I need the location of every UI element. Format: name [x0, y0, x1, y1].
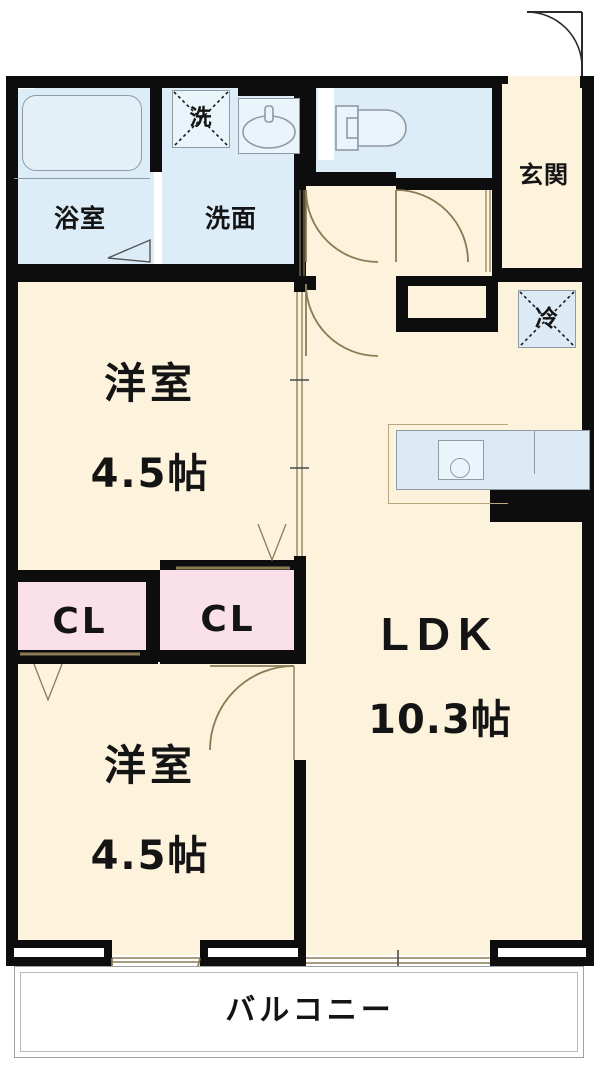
wall-right-outer	[582, 76, 594, 960]
wall-entrance-bottom	[492, 268, 588, 282]
bathtub	[22, 95, 142, 171]
toilet-fixture	[334, 104, 424, 152]
closet-left-floor	[14, 578, 148, 658]
wall-storage-left	[396, 276, 408, 330]
wall-toilet-bottom2	[396, 178, 502, 190]
bath-ledge-line	[14, 178, 150, 179]
window-slot-right	[498, 948, 586, 957]
toilet-window	[318, 88, 334, 160]
wall-sink-top	[238, 84, 294, 96]
label-washer: 洗	[189, 106, 213, 131]
wall-entrance-left	[492, 84, 502, 280]
hall-floor	[300, 180, 500, 285]
bedroom-upper-floor	[14, 282, 300, 574]
wall-top-right2	[500, 76, 508, 84]
label-ldk: LDK	[380, 608, 500, 660]
label-closet-right: CL	[200, 599, 256, 640]
wall-wet-bottom	[6, 264, 306, 282]
label-fridge: 冷	[535, 305, 559, 332]
kitchen-counter-split	[534, 430, 535, 474]
wall-bedupper-right-stub-top	[294, 276, 306, 292]
wall-storage-right	[486, 276, 498, 330]
wall-closet-divider	[146, 570, 160, 662]
bedroom-lower-floor	[14, 658, 300, 955]
label-closet-left: CL	[52, 601, 108, 642]
wall-top-left	[6, 76, 306, 88]
label-bath: 浴室	[53, 203, 106, 233]
label-entrance: 玄関	[519, 161, 569, 189]
label-ldk-size: 10.3帖	[368, 697, 512, 743]
wall-closet-right-top	[160, 560, 306, 570]
wall-storage-top	[396, 276, 498, 286]
wall-closet-right-bottom	[160, 650, 306, 664]
wall-closet-right-edge	[294, 560, 306, 664]
kitchen-counter	[396, 430, 590, 490]
label-washroom: 洗面	[204, 203, 257, 233]
entrance-floor	[500, 76, 588, 280]
wall-kitchen-block	[490, 490, 588, 522]
label-balcony: バルコニー	[225, 993, 395, 1028]
wall-left-outer	[6, 76, 18, 964]
wall-bedlower-right	[294, 760, 306, 956]
window-slot-left	[14, 948, 104, 957]
closet-right-floor	[160, 568, 300, 658]
wall-toilet-left	[306, 84, 316, 180]
toilet-svg	[335, 105, 407, 151]
label-bedroom-lower: 洋室	[103, 741, 196, 790]
vanity-counter	[238, 98, 300, 154]
kitchen-sink-drain	[450, 458, 470, 478]
wall-bath-washroom	[150, 84, 162, 172]
wall-toilet-bottom	[306, 172, 396, 186]
label-bedroom-upper-size: 4.5帖	[90, 451, 210, 497]
label-bedroom-upper: 洋室	[103, 359, 196, 408]
wall-top-mid	[306, 76, 500, 88]
window-slot-mid	[208, 948, 298, 957]
wall-closet-bottom-left	[6, 650, 158, 664]
balcony-area	[14, 966, 584, 1058]
label-bedroom-lower-size: 4.5帖	[90, 833, 210, 879]
ldk-floor	[300, 285, 588, 955]
wall-closet-top-left	[6, 570, 158, 582]
wall-storage-bottom	[396, 318, 498, 332]
kitchen-cabinet-outline	[388, 424, 508, 504]
balcony-inner-edge	[20, 972, 578, 1052]
